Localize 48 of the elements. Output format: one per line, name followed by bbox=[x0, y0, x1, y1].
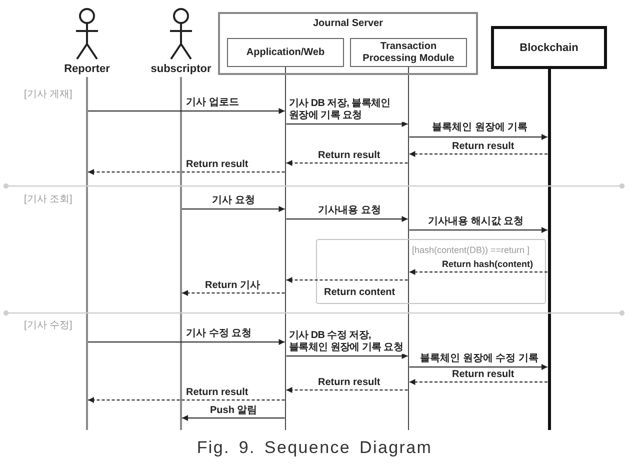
section-label: [기사 게재] bbox=[24, 89, 72, 101]
message-arrow bbox=[408, 379, 548, 385]
message-label: 기사 DB 수정 저장, 블록체인 원장에 기록 요청 bbox=[289, 330, 406, 354]
message-label: 기사 요청 bbox=[212, 195, 255, 207]
message-arrow bbox=[408, 151, 548, 157]
message-label: Push 알림 bbox=[210, 405, 258, 417]
section-label: [기사 조회] bbox=[24, 194, 72, 206]
message-arrow bbox=[286, 121, 408, 127]
message-label: 기사내용 해시값 요청 bbox=[428, 216, 524, 228]
message-arrow bbox=[408, 134, 548, 140]
actor-name: Reporter bbox=[63, 62, 111, 76]
message-arrow bbox=[88, 108, 286, 114]
message-arrow bbox=[182, 290, 286, 296]
figure-caption: Fig. 9. Sequence Diagram bbox=[196, 438, 434, 458]
lifeline bbox=[180, 77, 182, 430]
section-label: [기사 수정] bbox=[24, 320, 72, 332]
message-arrow bbox=[286, 216, 408, 222]
message-arrow bbox=[286, 160, 408, 166]
group-title: Journal Server bbox=[312, 18, 384, 30]
message-arrow bbox=[286, 387, 408, 393]
message-label: Return hash(content) bbox=[442, 258, 533, 270]
message-arrow bbox=[182, 206, 286, 212]
message-label: 기사 수정 요청 bbox=[186, 328, 252, 340]
message-label: 블록체인 원장에 기록 bbox=[432, 122, 528, 134]
message-label: 기사내용 요청 bbox=[318, 205, 381, 217]
message-label: Return 기사 bbox=[205, 280, 260, 292]
message-arrow bbox=[286, 277, 408, 283]
message-arrow bbox=[286, 353, 408, 359]
message-arrow bbox=[88, 339, 286, 345]
actor-name: subscriptor bbox=[150, 62, 212, 76]
participant-box: Transaction Processing Module bbox=[350, 38, 467, 67]
message-arrow bbox=[408, 364, 548, 370]
message-label: 기사 업로드 bbox=[186, 97, 239, 109]
lifeline bbox=[284, 67, 286, 430]
lifeline bbox=[408, 67, 410, 430]
server-group-box bbox=[218, 12, 478, 75]
message-arrow bbox=[88, 397, 286, 403]
message-label: 블록체인 원장에 수정 기록 bbox=[420, 353, 538, 365]
lifeline bbox=[86, 77, 88, 430]
participant-box: Application/Web bbox=[227, 38, 344, 67]
participant-box: Blockchain bbox=[491, 26, 607, 69]
message-label: 기사 DB 저장, 블록체인 원장에 기록 요청 bbox=[289, 98, 406, 122]
guard-condition: [hash(content(DB)) ==return ] bbox=[412, 244, 530, 256]
lifeline bbox=[548, 69, 550, 430]
message-arrow bbox=[182, 415, 286, 421]
message-arrow bbox=[408, 269, 548, 275]
message-arrow bbox=[408, 227, 548, 233]
message-arrow bbox=[88, 169, 286, 175]
